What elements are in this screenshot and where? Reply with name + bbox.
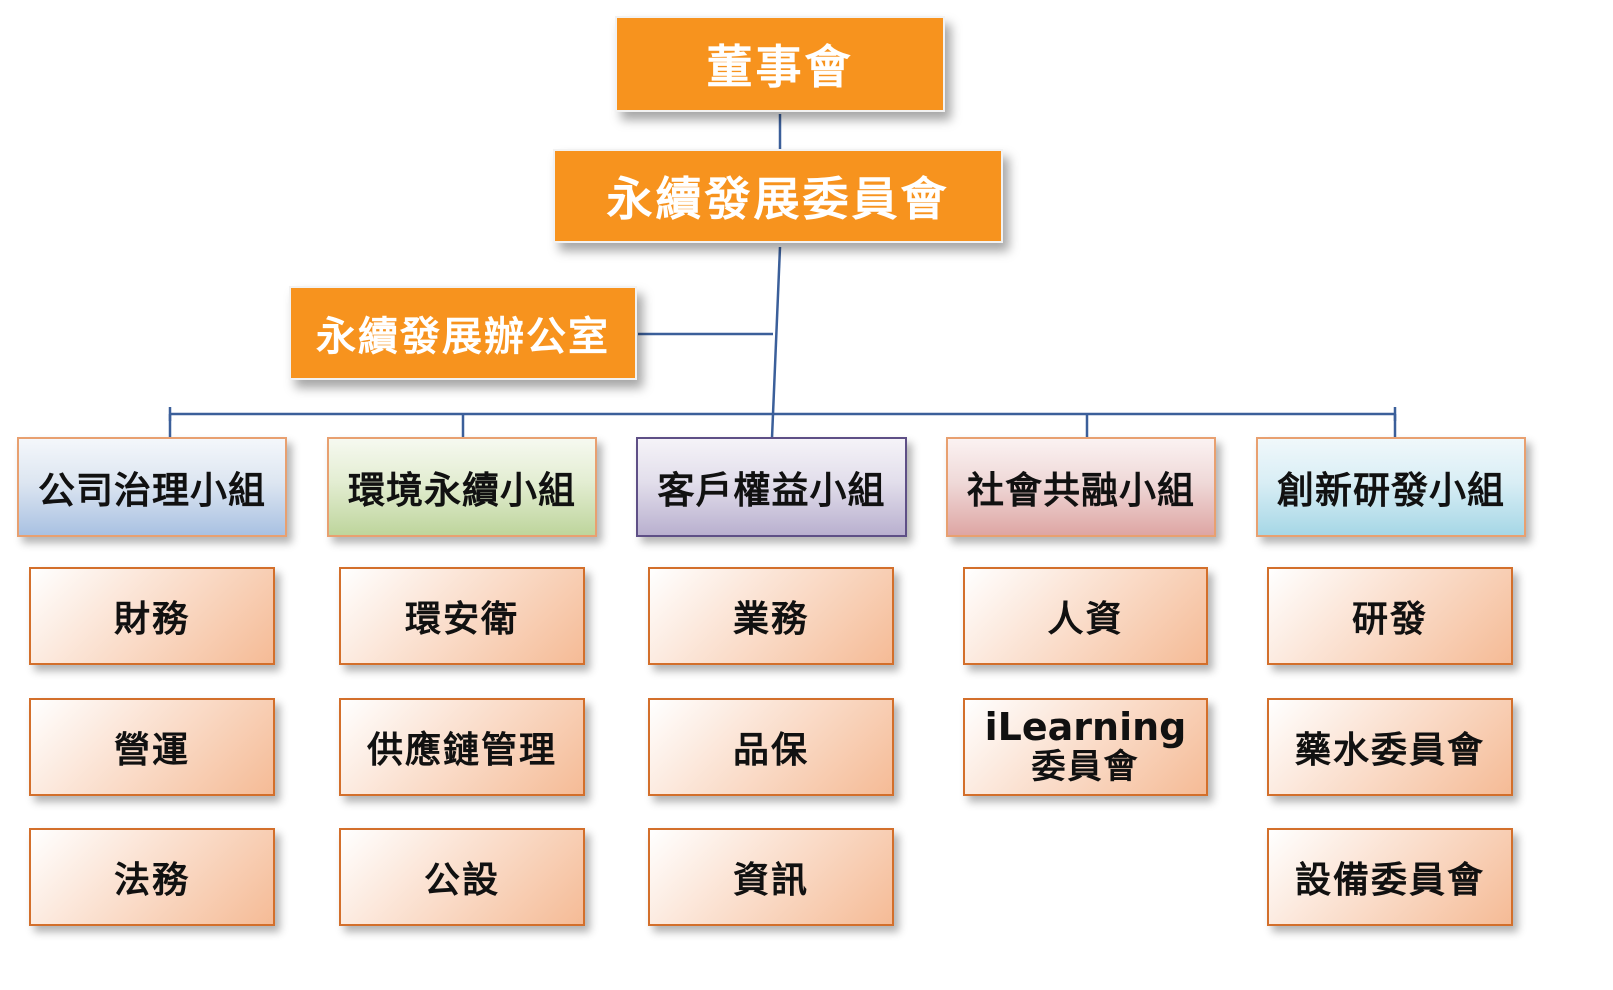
group-header-customer: 客戶權益小組 [636,437,907,537]
leaf-label-line1: iLearning [984,705,1187,749]
leaf-label: 資訊 [732,860,809,901]
leaf-ehs: 環安衛 [339,567,585,665]
leaf-label: 設備委員會 [1294,860,1485,901]
group-header-environment: 環境永續小組 [327,437,597,537]
leaf-hr: 人資 [963,567,1208,665]
leaf-quality: 品保 [648,698,894,796]
leaf-label: 營運 [113,730,190,771]
board-label: 董事會 [706,40,854,94]
leaf-chemical-committee: 藥水委員會 [1267,698,1513,796]
leaf-label: 法務 [113,860,190,901]
leaf-it: 資訊 [648,828,894,926]
group-header-social: 社會共融小組 [946,437,1216,537]
leaf-legal: 法務 [29,828,275,926]
group-title: 社會共融小組 [967,469,1195,512]
leaf-label: 藥水委員會 [1294,730,1485,771]
group-title: 公司治理小組 [38,469,266,512]
leaf-operations: 營運 [29,698,275,796]
leaf-sales: 業務 [648,567,894,665]
committee-box: 永續發展委員會 [553,149,1003,243]
group-title: 創新研發小組 [1277,469,1505,512]
leaf-label-line2: 委員會 [1031,747,1140,787]
group-title: 客戶權益小組 [657,469,886,512]
leaf-label: 人資 [1047,599,1124,640]
group-header-governance: 公司治理小組 [17,437,287,537]
office-label: 永續發展辦公室 [316,314,610,360]
board-box: 董事會 [615,16,945,112]
leaf-label: 品保 [732,730,809,771]
leaf-label: 供應鏈管理 [366,730,557,771]
leaf-facilities: 公設 [339,828,585,926]
leaf-rnd: 研發 [1267,567,1513,665]
leaf-label: 公設 [423,860,500,901]
leaf-label: 環安衛 [404,599,519,640]
leaf-equipment-committee: 設備委員會 [1267,828,1513,926]
committee-label: 永續發展委員會 [606,172,950,226]
connector-committee-trunk [770,246,782,439]
leaf-ilearning-committee: iLearning 委員會 [963,698,1208,796]
leaf-supply-chain: 供應鏈管理 [339,698,585,796]
leaf-finance: 財務 [29,567,275,665]
group-title: 環境永續小組 [348,469,576,512]
group-header-innovation: 創新研發小組 [1256,437,1526,537]
leaf-label: 研發 [1351,599,1428,640]
office-box: 永續發展辦公室 [289,286,637,380]
leaf-label: 業務 [732,599,809,640]
leaf-label: 財務 [113,599,190,640]
